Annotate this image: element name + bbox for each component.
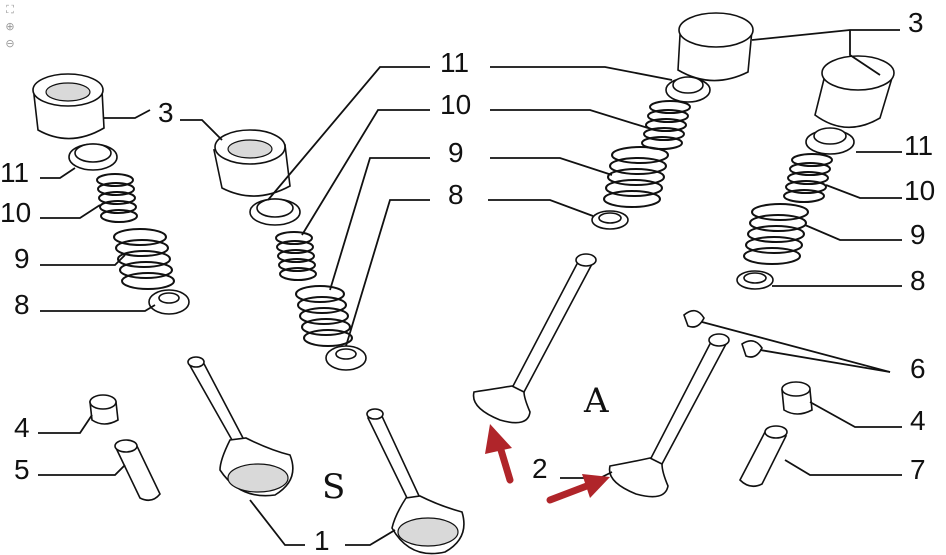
label-8-right: 8 (910, 265, 926, 296)
zoom-out-icon[interactable]: ⊖ (5, 37, 15, 50)
label-9-left: 9 (14, 243, 30, 274)
section-label-a: A (583, 381, 609, 421)
label-3-right: 3 (908, 7, 924, 38)
zoom-controls: ⛶ ⊕ ⊖ (3, 3, 19, 54)
valve-left (187, 356, 294, 497)
spring-cap-right (805, 127, 855, 155)
label-10-middle: 10 (440, 89, 471, 120)
inner-spring-left (96, 173, 138, 223)
outer-spring-right (743, 203, 809, 265)
tappet-middle (213, 129, 291, 197)
valve-keepers (683, 309, 763, 358)
inner-spring-top-right (641, 100, 691, 150)
spring-cap-top-right (665, 76, 711, 103)
valve-guide-right (739, 425, 788, 488)
spring-seat-top-right (591, 210, 629, 230)
outer-spring-top-right (603, 146, 669, 208)
outer-spring-left (113, 228, 175, 290)
label-10-right: 10 (904, 175, 935, 206)
label-4-left: 4 (14, 412, 30, 443)
section-label-s: S (322, 467, 345, 507)
tappet-right (814, 55, 895, 129)
label-11-middle: 11 (440, 47, 469, 78)
callout-labels: 3 11 10 9 8 4 5 1 11 10 9 8 3 11 10 9 8 … (0, 7, 935, 555)
spring-cap-middle (249, 198, 301, 226)
label-2: 2 (532, 453, 548, 484)
valve-guide-left (114, 439, 161, 502)
valve-center (472, 253, 597, 424)
label-9-right: 9 (910, 219, 926, 250)
inner-spring-middle (275, 231, 317, 281)
label-8-middle: 8 (448, 179, 464, 210)
label-7: 7 (910, 454, 926, 485)
label-4-right: 4 (910, 405, 926, 436)
highlight-arrows (485, 424, 610, 504)
label-10-left: 10 (0, 197, 31, 228)
zoom-in-icon[interactable]: ⊕ (5, 20, 15, 33)
label-3-left: 3 (158, 97, 174, 128)
valve-seal-right (781, 381, 813, 415)
label-11-left: 11 (0, 157, 29, 188)
leader-lines (38, 29, 902, 546)
label-6: 6 (910, 353, 926, 384)
label-9-middle: 9 (448, 137, 464, 168)
fit-screen-icon[interactable]: ⛶ (6, 3, 14, 16)
spring-seat-left (148, 289, 190, 315)
inner-spring-right (783, 153, 833, 203)
label-11-right: 11 (904, 130, 933, 161)
tappet-top-right (677, 12, 754, 82)
label-1: 1 (314, 525, 330, 555)
spring-seat-right (736, 270, 774, 290)
valve-seal-left (89, 394, 119, 425)
outer-spring-middle (295, 285, 353, 347)
valve-middle (366, 408, 465, 555)
spring-cap-left (68, 143, 118, 171)
label-5-left: 5 (14, 454, 30, 485)
label-8-left: 8 (14, 289, 30, 320)
tappet-left (32, 73, 105, 140)
valve-right (608, 333, 730, 498)
spring-seat-middle (325, 345, 367, 371)
